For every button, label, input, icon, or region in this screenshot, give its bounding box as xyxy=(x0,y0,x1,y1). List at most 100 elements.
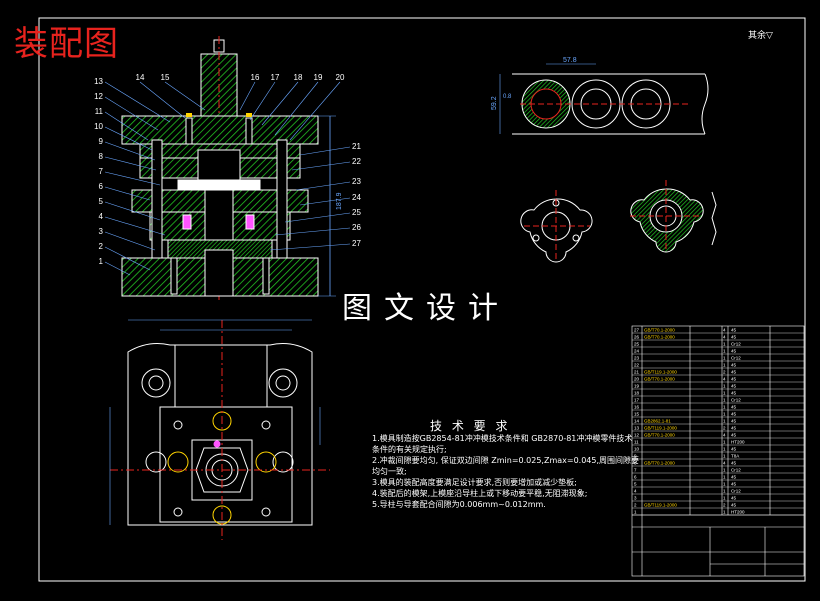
part-label: 4 xyxy=(99,212,104,221)
parts-cell-mat: 45 xyxy=(731,405,737,410)
tech-requirement-line: 4.装配后的模架,上模座沿导柱上或下移动要平稳,无阻滞现象; xyxy=(372,489,588,498)
parts-cell-no: 7 xyxy=(634,468,637,473)
parts-cell-qty: 1 xyxy=(723,496,726,501)
upper-die-seat xyxy=(121,115,319,145)
part-label: 22 xyxy=(352,157,361,166)
parts-cell-code: GB/T70.1-2000 xyxy=(644,335,675,340)
parts-cell-qty: 4 xyxy=(723,461,726,466)
parts-cell-no: 12 xyxy=(634,433,640,438)
parts-cell-mat: HT200 xyxy=(731,510,745,515)
section-view xyxy=(121,36,336,300)
part-label: 16 xyxy=(251,73,260,82)
parts-cell-no: 5 xyxy=(634,482,637,487)
parts-cell-qty: 1 xyxy=(723,342,726,347)
watermark-text: 图文设计 xyxy=(342,291,510,326)
part-label: 17 xyxy=(271,73,280,82)
parts-cell-no: 17 xyxy=(634,398,640,403)
drawing-title: 装配图 xyxy=(14,24,119,64)
part-label: 13 xyxy=(94,77,103,86)
parts-cell-qty: 1 xyxy=(723,419,726,424)
part-label: 1 xyxy=(99,257,104,266)
parts-cell-qty: 4 xyxy=(723,335,726,340)
part-drawing-1 xyxy=(520,190,593,263)
part-label: 19 xyxy=(314,73,323,82)
parts-cell-mat: 45 xyxy=(731,433,737,438)
parts-cell-mat: T8A xyxy=(731,454,739,459)
parts-cell-qty: 4 xyxy=(723,433,726,438)
parts-cell-code: GB/T70.1-2000 xyxy=(644,328,675,333)
parts-cell-no: 4 xyxy=(634,489,637,494)
parts-cell-qty: 1 xyxy=(723,412,726,417)
parts-cell-no: 14 xyxy=(634,419,640,424)
parts-cell-mat: 45 xyxy=(731,412,737,417)
parts-cell-no: 9 xyxy=(634,454,637,459)
part-label: 15 xyxy=(161,73,170,82)
tech-requirement-line: 3.模具的装配高度要满足设计要求,否则要增加或减少垫板; xyxy=(372,478,577,487)
parts-cell-qty: 1 xyxy=(723,398,726,403)
dim-strip-pitch: 57.8 xyxy=(563,57,577,64)
part-labels-top: 14 15 16 17 18 19 20 xyxy=(136,73,345,82)
parts-cell-mat: 45 xyxy=(731,503,737,508)
parts-cell-qty: 1 xyxy=(723,475,726,480)
parts-cell-mat: Cr12 xyxy=(731,356,741,361)
dim-strip-side: 0.8 xyxy=(503,94,512,100)
parts-cell-mat: 45 xyxy=(731,349,737,354)
parts-cell-no: 3 xyxy=(634,496,637,501)
surface-roughness-note: 其余▽ xyxy=(748,31,773,41)
parts-cell-no: 24 xyxy=(634,349,640,354)
parts-cell-mat: 45 xyxy=(731,426,737,431)
part-label: 25 xyxy=(352,208,361,217)
plan-view xyxy=(109,319,330,540)
parts-cell-qty: 1 xyxy=(723,384,726,389)
part-label: 2 xyxy=(99,242,104,251)
parts-cell-mat: 45 xyxy=(731,419,737,424)
parts-cell-no: 21 xyxy=(634,370,640,375)
parts-cell-no: 20 xyxy=(634,377,640,382)
part-label: 3 xyxy=(99,227,104,236)
tech-requirement-line: 5.导柱与导套配合间隙为0.006mm~0.012mm. xyxy=(372,500,546,509)
part-label: 21 xyxy=(352,142,361,151)
part-label: 23 xyxy=(352,177,361,186)
parts-cell-qty: 1 xyxy=(723,363,726,368)
part-labels-right: 21 22 23 24 25 26 27 xyxy=(352,142,361,248)
part-label: 18 xyxy=(294,73,303,82)
parts-cell-mat: 45 xyxy=(731,363,737,368)
parts-cell-mat: Cr12 xyxy=(731,398,741,403)
part-labels-left: 13 12 11 10 9 8 7 6 5 4 3 2 1 xyxy=(94,77,103,266)
parts-cell-qty: 1 xyxy=(723,349,726,354)
parts-cell-qty: 2 xyxy=(723,426,726,431)
parts-cell-mat: 45 xyxy=(731,377,737,382)
part-label: 8 xyxy=(99,152,104,161)
part-label: 26 xyxy=(352,223,361,232)
parts-cell-code: GB/T119.1-2000 xyxy=(644,370,677,375)
parts-cell-mat: 45 xyxy=(731,384,737,389)
parts-cell-mat: 45 xyxy=(731,482,737,487)
part-label: 11 xyxy=(95,107,104,116)
tech-requirement-line: 1.模具制造按GB2854-81冲冲模技术条件和 GB2870-81冲冲模零件技… xyxy=(372,434,633,443)
parts-cell-mat: 45 xyxy=(731,475,737,480)
parts-cell-mat: HT200 xyxy=(731,440,745,445)
parts-cell-code: GB/T70.1-2000 xyxy=(644,433,675,438)
parts-cell-qty: 2 xyxy=(723,503,726,508)
tech-requirement-line: 均匀一致; xyxy=(372,467,407,476)
parts-cell-no: 26 xyxy=(634,335,640,340)
parts-cell-qty: 1 xyxy=(723,489,726,494)
parts-cell-no: 22 xyxy=(634,363,640,368)
parts-cell-no: 19 xyxy=(634,384,640,389)
parts-cell-mat: Cr12 xyxy=(731,468,741,473)
parts-cell-qty: 1 xyxy=(723,440,726,445)
parts-cell-mat: 45 xyxy=(731,370,737,375)
parts-cell-no: 6 xyxy=(634,475,637,480)
parts-cell-qty: 4 xyxy=(723,377,726,382)
strip-layout xyxy=(499,63,709,135)
parts-cell-no: 10 xyxy=(634,447,640,452)
parts-cell-mat: Cr12 xyxy=(731,489,741,494)
parts-cell-qty: 1 xyxy=(723,405,726,410)
parts-cell-code: GB2862.1-81 xyxy=(644,419,671,424)
parts-cell-no: 23 xyxy=(634,356,640,361)
part-label: 27 xyxy=(352,239,361,248)
parts-cell-mat: Cr12 xyxy=(731,342,741,347)
parts-cell-mat: 45 xyxy=(731,496,737,501)
